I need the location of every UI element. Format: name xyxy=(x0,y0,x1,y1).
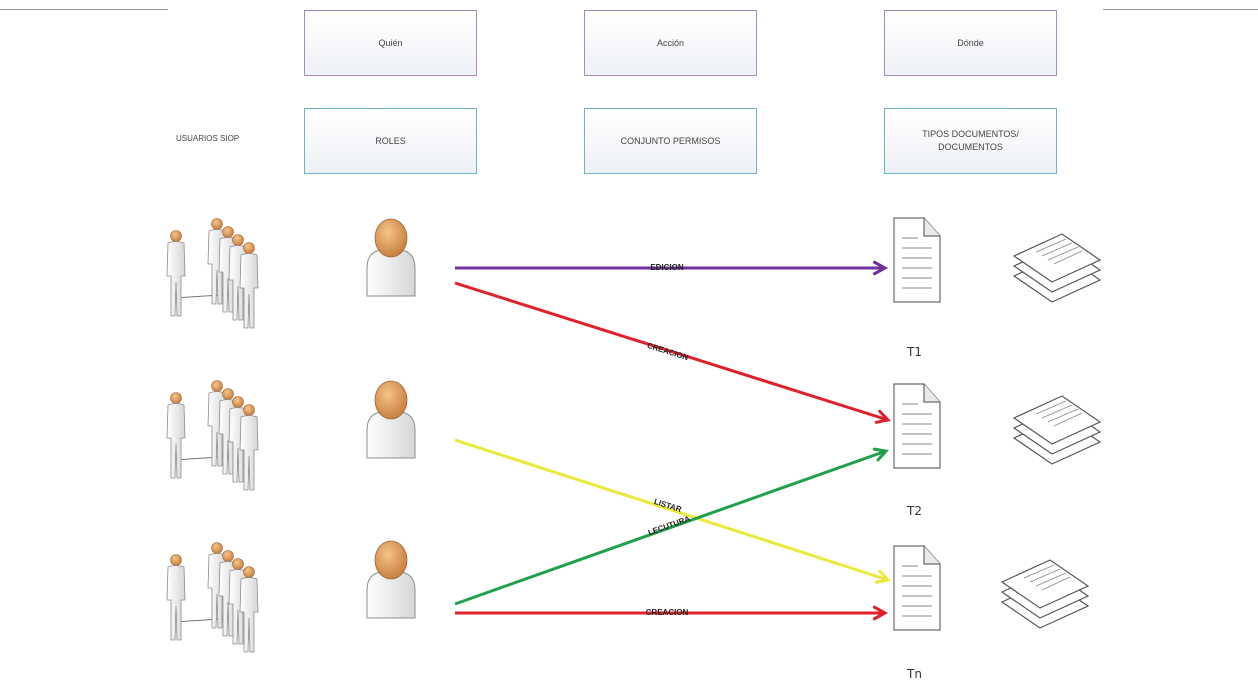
top-rule-left xyxy=(0,9,168,10)
usuarios-label: USUARIOS SIOP xyxy=(176,134,240,143)
arrow-label: CREACION xyxy=(646,341,690,362)
top-rule-right xyxy=(1103,9,1258,10)
arrow-line xyxy=(454,281,889,422)
role-person-icon xyxy=(366,218,416,297)
doc-type-label-t1: T1 xyxy=(907,345,922,359)
permisos-box: CONJUNTO PERMISOS xyxy=(584,108,757,174)
arrowhead xyxy=(872,260,889,276)
arrow-line xyxy=(454,438,889,582)
header-quien-label: Quién xyxy=(378,37,403,48)
arrow-label: LISTAR xyxy=(653,497,683,514)
header-quien-box: Quién xyxy=(304,10,477,76)
user-group-icon xyxy=(167,381,258,491)
header-accion-box: Acción xyxy=(584,10,757,76)
roles-label: ROLES xyxy=(375,135,406,146)
header-donde-box: Dónde xyxy=(884,10,1057,76)
document-icon xyxy=(893,545,941,631)
tipos-label-line2: DOCUMENTOS xyxy=(938,142,1003,152)
arrow-line xyxy=(454,449,887,606)
doc-type-label-t2: T2 xyxy=(907,504,922,518)
arrowhead xyxy=(874,569,891,584)
header-donde-label: Dónde xyxy=(957,37,984,48)
tipos-label-line1: TIPOS DOCUMENTOS/ xyxy=(922,129,1019,139)
doc-type-label-tn: Tn xyxy=(907,667,922,681)
permisos-label: CONJUNTO PERMISOS xyxy=(620,135,721,146)
tipos-box: TIPOS DOCUMENTOS/ DOCUMENTOS xyxy=(884,108,1057,174)
user-group-icon xyxy=(167,219,258,329)
document-stack-icon xyxy=(1014,234,1100,302)
arrow-label: CREACION xyxy=(646,608,689,617)
header-accion-label: Acción xyxy=(656,37,684,48)
document-stack-icon xyxy=(1014,396,1100,464)
arrowhead xyxy=(872,447,889,462)
roles-box: ROLES xyxy=(304,108,477,174)
user-group-icon xyxy=(167,543,258,653)
document-icon xyxy=(893,383,941,469)
arrowhead xyxy=(872,605,889,621)
document-stack-icon xyxy=(1002,560,1088,628)
arrowhead xyxy=(874,409,891,424)
role-person-icon xyxy=(366,380,416,459)
arrow-label: EDICION xyxy=(650,263,684,272)
document-icon xyxy=(893,217,941,303)
role-person-icon xyxy=(366,540,416,619)
arrow-label: LECUTURA xyxy=(647,514,692,537)
